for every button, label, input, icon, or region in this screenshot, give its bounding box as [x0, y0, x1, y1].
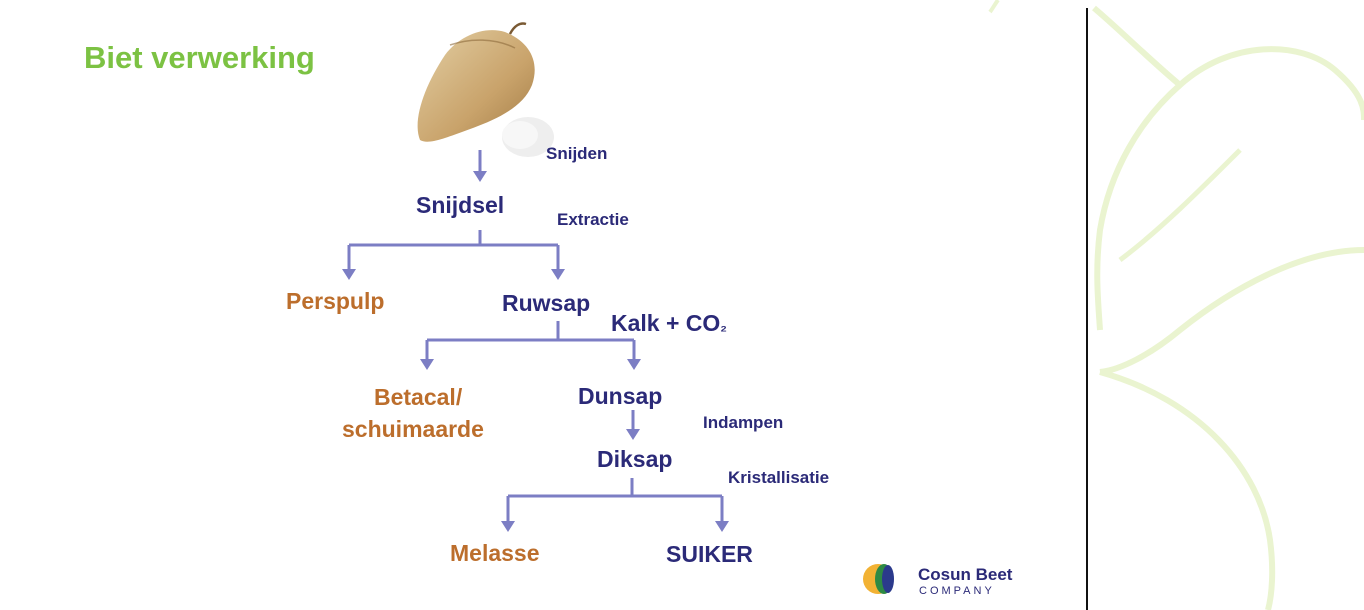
logo-name: Cosun Beet [918, 566, 1012, 583]
logo-subtitle: COMPANY [919, 585, 995, 597]
